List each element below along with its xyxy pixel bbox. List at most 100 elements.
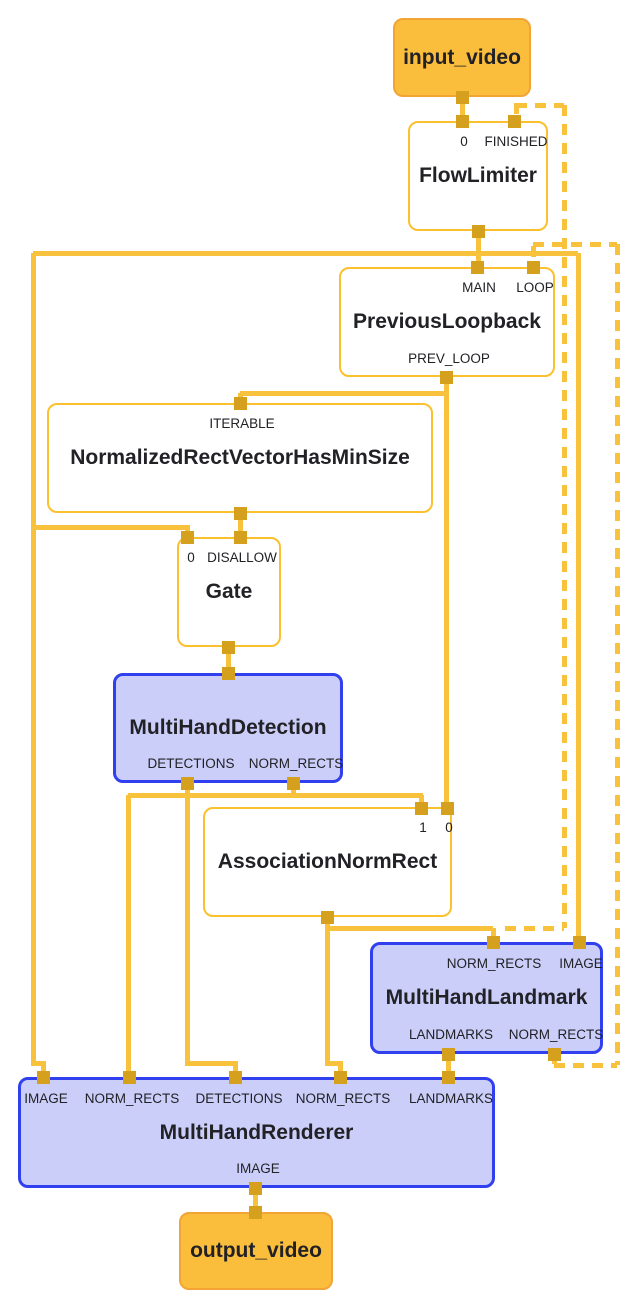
port-label: DISALLOW <box>207 550 277 565</box>
port-marker <box>228 1070 242 1084</box>
port-marker <box>221 640 235 654</box>
port-label: LOOP <box>516 280 554 295</box>
back-edge <box>554 1062 617 1068</box>
node-multi-hand-landmark[interactable]: NORM_RECTS IMAGE MultiHandLandmark LANDM… <box>370 942 603 1054</box>
port-label: NORM_RECTS <box>508 1027 604 1042</box>
node-previous-loopback[interactable]: MAIN LOOP PreviousLoopback PREV_LOOP <box>339 267 555 377</box>
port-label: IMAGE <box>236 1161 280 1176</box>
node-flow-limiter[interactable]: 0 FINISHED FlowLimiter <box>408 121 548 231</box>
node-output-video[interactable]: output_video <box>179 1212 333 1290</box>
node-title: PreviousLoopback <box>353 310 541 333</box>
node-multi-hand-detection[interactable]: MultiHandDetection DETECTIONS NORM_RECTS <box>113 673 343 783</box>
port-marker <box>441 1047 455 1061</box>
port-label: FINISHED <box>484 134 548 149</box>
node-title: NormalizedRectVectorHasMinSize <box>70 446 410 469</box>
port-marker <box>221 666 235 680</box>
edge <box>337 1060 343 1078</box>
port-marker <box>440 801 454 815</box>
edge <box>237 513 243 537</box>
edge <box>459 97 465 121</box>
node-title: MultiHandDetection <box>129 716 327 739</box>
port-label: NORM_RECTS <box>446 956 542 971</box>
edge <box>33 251 578 256</box>
port-marker <box>471 224 485 238</box>
back-edge <box>530 246 536 261</box>
port-marker <box>233 530 247 544</box>
port-label: IMAGE <box>24 1091 68 1106</box>
port-marker <box>455 114 469 128</box>
port-label: 1 <box>419 820 427 835</box>
edge <box>30 1060 46 1066</box>
edge <box>290 783 296 797</box>
port-label: DETECTIONS <box>147 756 235 771</box>
port-marker <box>470 260 484 274</box>
port-marker <box>233 396 247 410</box>
back-edge <box>614 244 620 1065</box>
port-marker <box>248 1205 262 1219</box>
edge <box>327 925 493 931</box>
port-label: NORM_RECTS <box>295 1091 391 1106</box>
edge <box>490 928 496 942</box>
port-marker <box>286 776 300 790</box>
port-marker <box>248 1181 262 1195</box>
port-label: 0 <box>445 820 453 835</box>
edge <box>324 917 330 1063</box>
edge <box>240 390 446 396</box>
port-marker <box>122 1070 136 1084</box>
edge <box>40 1060 46 1078</box>
port-label: LANDMARKS <box>408 1091 494 1106</box>
edge <box>475 231 481 267</box>
port-label: LANDMARKS <box>408 1027 494 1042</box>
edge <box>575 253 581 942</box>
port-label: 0 <box>460 134 468 149</box>
port-marker <box>455 90 469 104</box>
node-multi-hand-renderer[interactable]: IMAGE NORM_RECTS DETECTIONS NORM_RECTS L… <box>18 1077 495 1188</box>
node-title: MultiHandRenderer <box>159 1120 354 1144</box>
port-marker <box>333 1070 347 1084</box>
port-label: NORM_RECTS <box>248 756 344 771</box>
node-association-norm-rect[interactable]: 1 0 AssociationNormRect <box>203 807 453 917</box>
port-marker <box>526 260 540 274</box>
port-label: ITERABLE <box>209 416 275 431</box>
node-normalized-rect-vector-has-min-size[interactable]: ITERABLE NormalizedRectVectorHasMinSize <box>47 403 433 513</box>
port-label: MAIN <box>462 280 496 295</box>
port-marker <box>36 1070 50 1084</box>
port-marker <box>572 935 586 949</box>
edge <box>125 795 131 1077</box>
edge <box>30 253 36 1065</box>
port-marker <box>486 935 500 949</box>
port-label: PREV_LOOP <box>408 351 490 366</box>
edge <box>252 1188 258 1212</box>
edge <box>184 1060 238 1066</box>
port-marker <box>320 910 334 924</box>
node-title: output_video <box>190 1239 322 1262</box>
edge <box>184 783 190 1063</box>
edge <box>128 792 423 798</box>
port-marker <box>507 114 521 128</box>
port-label: IMAGE <box>559 956 603 971</box>
node-gate[interactable]: 0 DISALLOW Gate <box>177 537 281 647</box>
node-title: AssociationNormRect <box>217 850 438 873</box>
edge <box>33 524 190 530</box>
port-marker <box>439 370 453 384</box>
port-marker <box>180 776 194 790</box>
edge <box>232 1060 238 1078</box>
node-title: FlowLimiter <box>419 164 537 187</box>
port-marker <box>180 530 194 544</box>
back-edge <box>513 103 519 116</box>
port-marker <box>233 506 247 520</box>
back-edge <box>516 102 564 108</box>
edge <box>445 1054 451 1077</box>
port-label: DETECTIONS <box>195 1091 283 1106</box>
port-label: NORM_RECTS <box>84 1091 180 1106</box>
back-edge <box>561 105 567 928</box>
node-title: Gate <box>205 580 253 603</box>
back-edge <box>533 241 617 247</box>
port-marker <box>547 1047 561 1061</box>
port-marker <box>441 1070 455 1084</box>
edge <box>225 647 231 673</box>
node-input-video[interactable]: input_video <box>393 18 531 97</box>
node-title: MultiHandLandmark <box>385 986 588 1009</box>
edge <box>324 1060 343 1066</box>
